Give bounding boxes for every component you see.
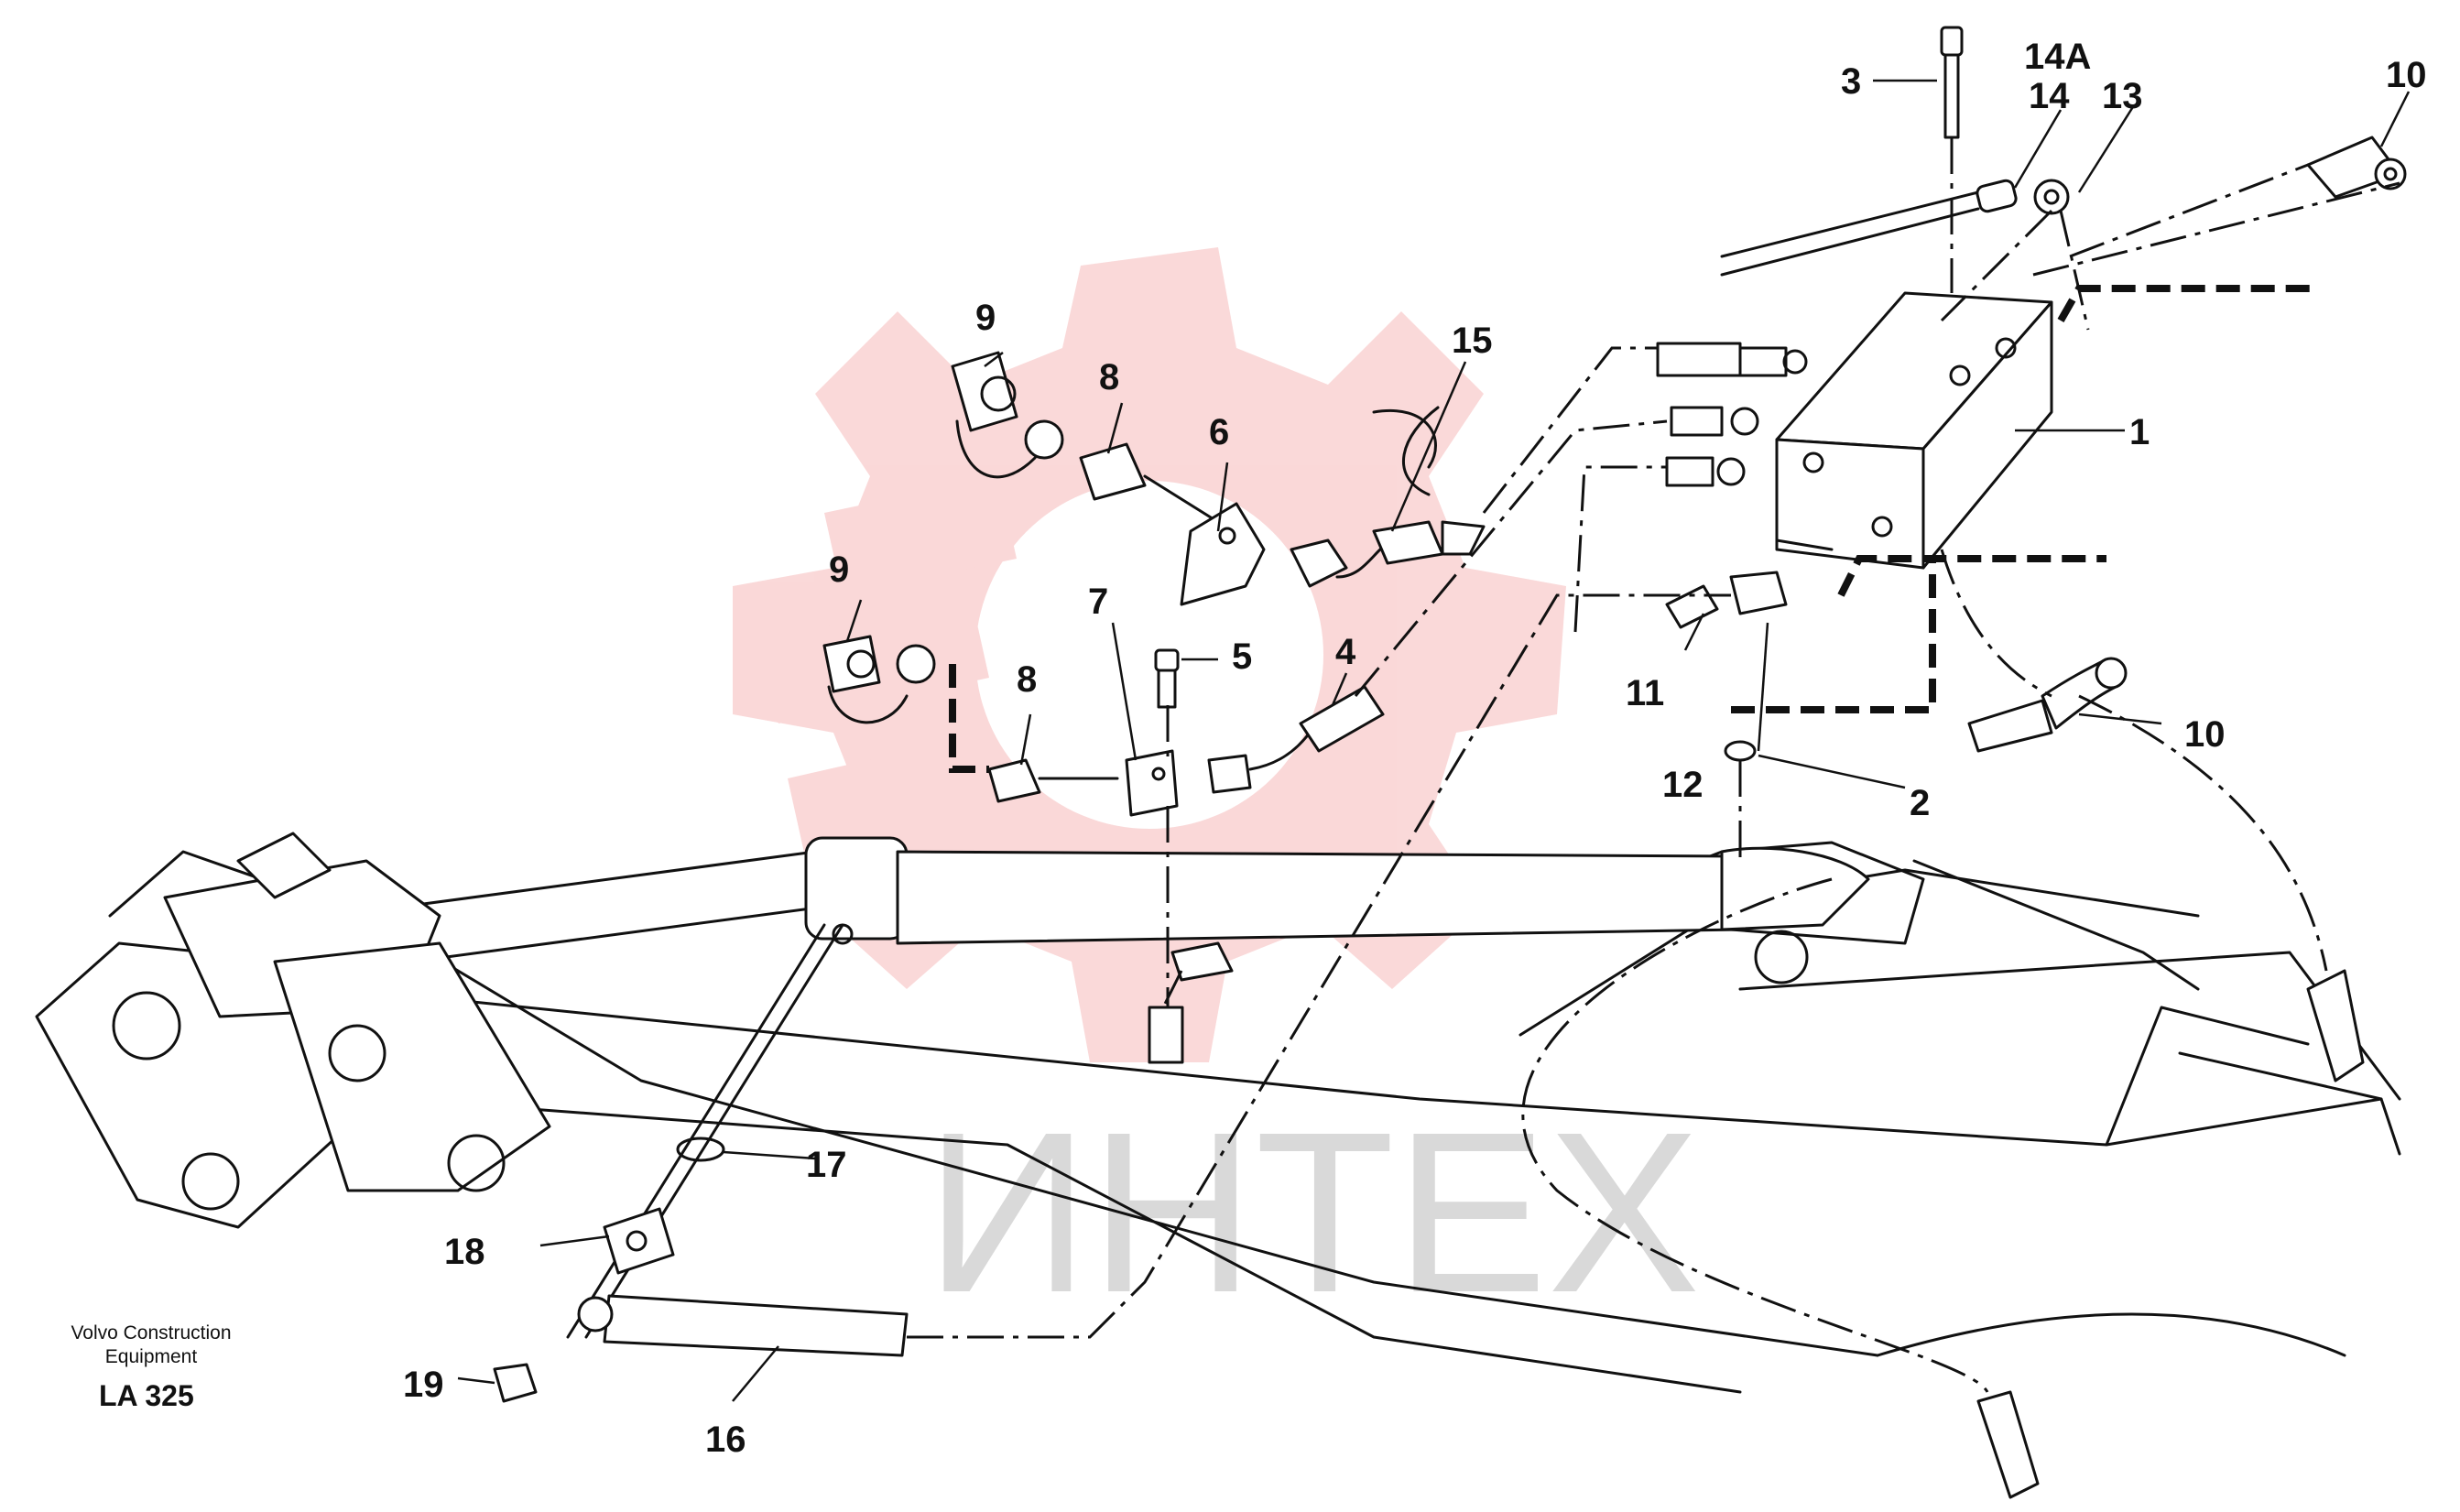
pipe-14 (1720, 179, 2070, 277)
callout-10b: 10 (2184, 714, 2226, 755)
callout-12: 12 (1662, 765, 1703, 805)
boom-linkage (35, 832, 1234, 1229)
callouts: 1 2 3 4 5 6 7 8 8 9 9 10 10 11 12 13 14 … (403, 37, 2427, 1460)
callout-8a: 8 (1099, 357, 1119, 397)
hose-10-upper (2306, 136, 2407, 199)
callout-13: 13 (2102, 76, 2143, 116)
washer-2 (1724, 740, 1757, 762)
caption-line-1: Volvo Construction (71, 1322, 231, 1343)
watermark-text: ИНТЕХ (925, 1084, 1700, 1340)
callout-9b: 9 (829, 549, 849, 590)
callout-6: 6 (1209, 412, 1229, 452)
hose-10-lower (1967, 657, 2365, 1499)
boom-cylinder (401, 836, 1870, 963)
callout-4: 4 (1335, 632, 1356, 672)
lower-hose-assembly (493, 923, 909, 1403)
callout-14a: 14A (2024, 37, 2091, 77)
leader-lines (457, 79, 2411, 1402)
callout-11: 11 (1626, 673, 1664, 713)
figure-caption: Volvo Construction Equipment LA 325 (71, 1322, 231, 1412)
figure-code: LA 325 (99, 1379, 194, 1412)
bolt-3 (1940, 26, 1964, 139)
valve-side-fittings (1656, 342, 1808, 629)
callout-8b: 8 (1017, 659, 1037, 700)
hose-dashed-runs (949, 285, 2317, 773)
callout-18: 18 (444, 1232, 485, 1272)
coupling-assembly-upper (951, 351, 1486, 606)
route-lines (907, 137, 2400, 1393)
callout-7: 7 (1088, 582, 1108, 622)
valve-block (1775, 291, 2053, 570)
callout-2: 2 (1910, 783, 1930, 823)
callout-3: 3 (1841, 61, 1861, 102)
callout-5: 5 (1232, 636, 1252, 677)
callout-19: 19 (403, 1365, 444, 1405)
callout-9a: 9 (975, 298, 996, 338)
callout-17: 17 (806, 1145, 847, 1185)
callout-10a: 10 (2386, 55, 2427, 95)
caption-line-2: Equipment (105, 1346, 198, 1367)
coupling-assembly-lower (822, 635, 1385, 817)
callout-16: 16 (705, 1420, 746, 1460)
callout-15: 15 (1452, 321, 1493, 361)
callout-1: 1 (2129, 412, 2150, 452)
callout-14: 14 (2029, 76, 2070, 116)
